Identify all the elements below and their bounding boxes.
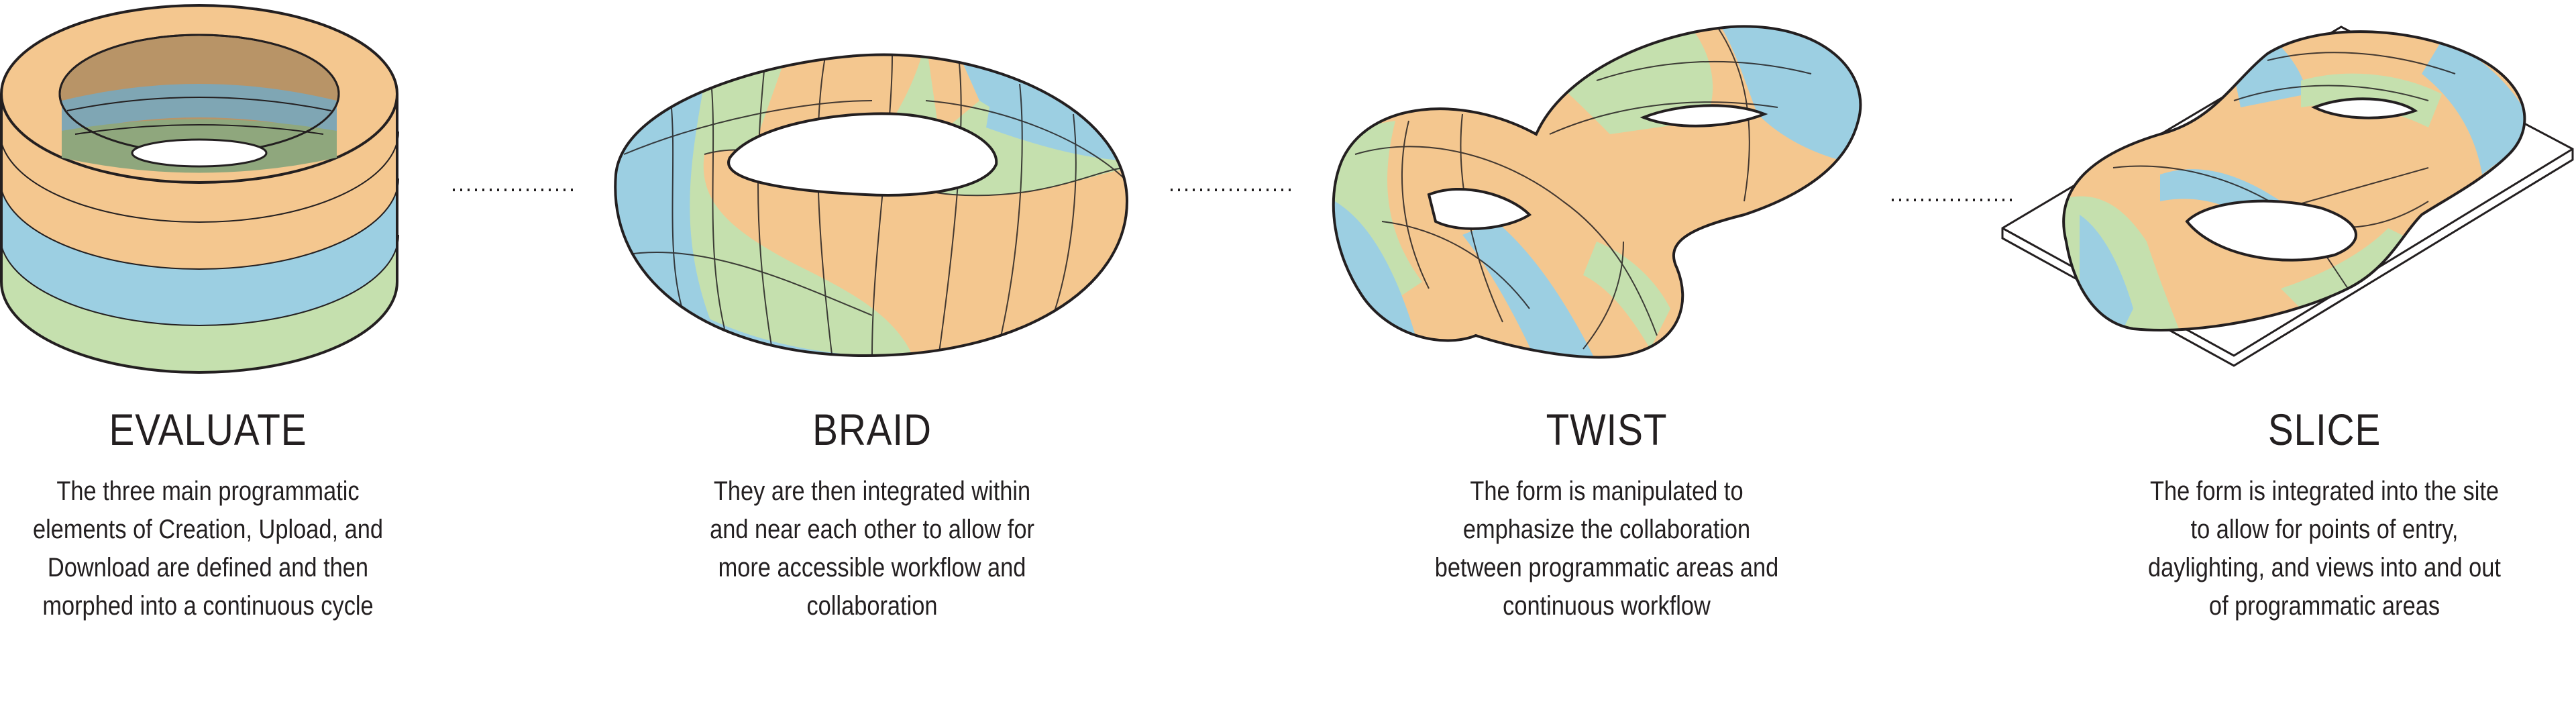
- step-description: The three main programmatic elements of …: [32, 476, 384, 621]
- step-title: EVALUATE: [109, 405, 307, 454]
- step-braid: BRAID They are then integrated within an…: [664, 403, 1080, 625]
- step-title: BRAID: [812, 405, 932, 454]
- evaluate-drum-illustration: [0, 4, 399, 374]
- step-description: They are then integrated within and near…: [710, 476, 1034, 621]
- step-title: TWIST: [1546, 405, 1668, 454]
- step-twist: TWIST The form is manipulated to emphasi…: [1399, 403, 1815, 625]
- step-description: The form is integrated into the site to …: [2148, 476, 2501, 621]
- twist-form-illustration: [1332, 25, 1862, 359]
- step-slice: SLICE The form is integrated into the si…: [2116, 403, 2532, 625]
- step-description: The form is manipulated to emphasize the…: [1434, 476, 1779, 621]
- slice-site-illustration: [2001, 25, 2574, 367]
- step-evaluate: EVALUATE The three main programmatic ele…: [0, 403, 416, 625]
- step-title: SLICE: [2267, 405, 2381, 454]
- braid-torus-illustration: [614, 53, 1129, 358]
